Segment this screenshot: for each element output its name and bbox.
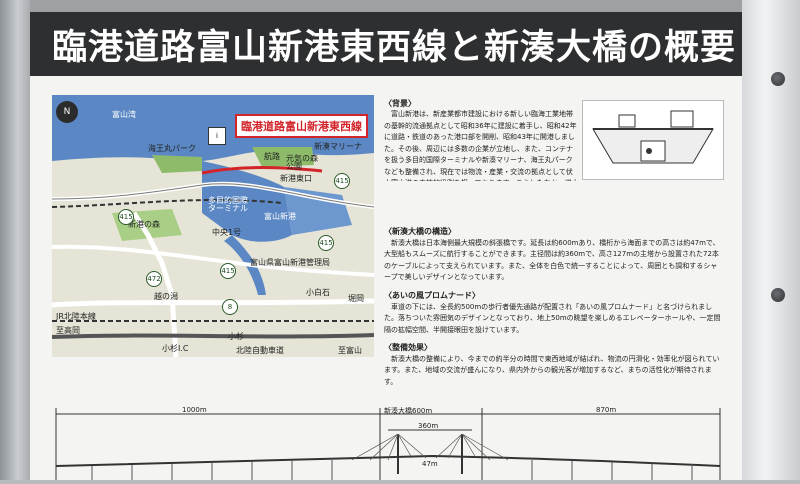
map-label-to-takaoka: 至高岡: [56, 326, 80, 335]
map-label-kosugi: 小杉: [228, 332, 244, 341]
area-map: N 富山湾 i 臨港道路富山新港東西線 海王丸パーク 新湊マリーナ 元気の森 公…: [52, 95, 374, 357]
map-label-chuuou: 中央1号: [212, 228, 242, 237]
north-arrow-icon: N: [56, 101, 78, 123]
route-415-icon: 415: [118, 209, 134, 225]
section-body: 富山新港は、新産業都市建設における新しい臨海工業地帯の基幹的流通拠点として昭和3…: [384, 110, 579, 181]
map-label-toyama-shinkou: 富山新港: [264, 212, 296, 221]
map-label-terminal: 多目的国際 ターミナル: [208, 196, 248, 213]
dimension-bridge-length: 新湊大橋600m: [384, 407, 433, 415]
section-heading: 〈整備効果〉: [384, 343, 432, 352]
map-label-kosugi-ic: 小杉I.C: [162, 344, 189, 353]
sign-title: 臨港道路富山新港東西線と新湊大橋の概要: [52, 27, 737, 68]
map-label-toyama-bay: 富山湾: [112, 110, 136, 119]
bolt-icon: [771, 72, 785, 86]
dimension-left-total: 1000m: [182, 406, 207, 414]
title-bar: 臨港道路富山新港東西線と新湊大橋の概要: [30, 12, 742, 76]
map-label-koshigaoka: 越の潟: [154, 292, 178, 301]
dimension-right-total: 870m: [596, 406, 617, 414]
board-frame-right: [742, 0, 800, 480]
route-472-icon: 472: [146, 271, 162, 287]
cross-section-graphic: [592, 110, 714, 164]
map-label-marina: 新湊マリーナ: [314, 142, 362, 151]
section-body: 新湊大橋は日本海側最大規模の斜張橋です。延長は約600mあり、橋桁から海面までの…: [384, 238, 720, 282]
section-effects: 〈整備効果〉 新湊大橋の整備により、今までの約半分の時間で東西地域が結ばれ、物流…: [384, 342, 724, 388]
elevation-graphic: [55, 408, 721, 480]
route-415-icon: 415: [318, 235, 334, 251]
map-label-jr-line: JR北陸本線: [56, 312, 96, 321]
road-cross-section-illustration: [582, 100, 724, 180]
map-label-kaiwomaru-park: 海王丸パーク: [148, 144, 196, 153]
map-route-title: 臨港道路富山新港東西線: [235, 114, 368, 138]
section-structure: 〈新湊大橋の構造〉 新湊大橋は日本海側最大規模の斜張橋です。延長は約600mあり…: [384, 226, 724, 284]
section-promenade: 〈あいの風プロムナード〉 車道の下には、全長約500mの歩行者優先通路が配置され…: [384, 290, 724, 336]
board-frame-left: [0, 0, 30, 480]
section-background-body-top: 富山新港は、新産業都市建設における新しい臨海工業地帯の基幹的流通拠点として昭和3…: [384, 109, 579, 181]
dimension-main-span: 360m: [418, 422, 439, 430]
board-frame-top: [0, 0, 800, 12]
map-label-office: 富山県富山新港管理局: [250, 258, 330, 267]
map-label-park: 元気の森 公園: [286, 154, 318, 171]
dimension-clearance: 47m: [422, 460, 438, 468]
section-body: 新湊大橋の整備により、今までの約半分の時間で東西地域が結ばれ、物流の円滑化・効率…: [384, 354, 720, 386]
map-label-hori: 堀岡: [348, 294, 364, 303]
map-label-koishi: 小白石: [306, 288, 330, 297]
map-label-expressway: 北陸自動車道: [236, 346, 284, 355]
map-label-shinkou-higashi: 新港東口: [280, 174, 312, 183]
bridge-elevation-diagram: 1000m 新湊大橋600m 360m 870m 47m: [52, 404, 724, 480]
information-icon: i: [208, 127, 226, 145]
map-label-to-toyama: 至富山: [338, 346, 362, 355]
route-8-icon: 8: [222, 299, 238, 315]
section-background: 〈背景〉: [384, 98, 579, 110]
route-415-icon: 415: [334, 173, 350, 189]
section-heading: 〈新湊大橋の構造〉: [384, 227, 456, 236]
section-heading: 〈背景〉: [384, 99, 416, 108]
route-415-icon: 415: [220, 263, 236, 279]
bolt-icon: [771, 288, 785, 302]
map-label-fairway: 航路: [264, 152, 280, 161]
section-body: 車道の下には、全長約500mの歩行者優先通路が配置され「あいの風プロムナード」と…: [384, 302, 721, 334]
map-label-shinkou-mori: 新港の森: [128, 220, 160, 229]
section-heading: 〈あいの風プロムナード〉: [384, 291, 480, 300]
